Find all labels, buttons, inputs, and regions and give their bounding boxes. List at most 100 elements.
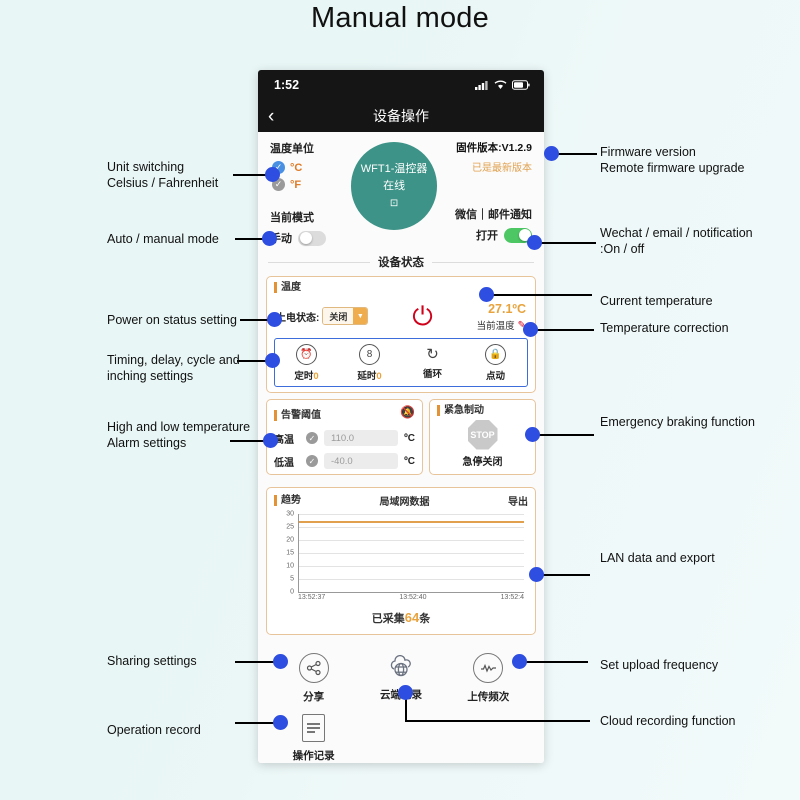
nav-bar: ‹ 设备操作	[258, 100, 544, 132]
emergency-stop-button[interactable]: STOP 急停关闭	[437, 418, 528, 469]
action-operation-record[interactable]: 操作记录	[270, 714, 357, 763]
quad-timing-label: 定时	[294, 371, 314, 382]
quad-item-delay[interactable]: 8 延时0	[338, 344, 401, 382]
power-button-icon[interactable]: ⏻	[412, 301, 433, 331]
leader-line	[540, 574, 590, 577]
battery-icon	[512, 80, 530, 90]
edit-square-icon[interactable]: ⊡	[389, 198, 399, 209]
bell-muted-icon[interactable]: 🔕	[400, 405, 416, 419]
annotation-firmware-version: Firmware version Remote firmware upgrade	[600, 145, 745, 175]
status-bar-time: 1:52	[274, 78, 300, 92]
annotation-dot	[265, 167, 280, 182]
collected-prefix: 已采集	[371, 613, 405, 625]
current-temperature-value: 27.1ºC	[488, 302, 526, 316]
mode-toggle[interactable]	[298, 230, 326, 246]
y-tick-0: 0	[290, 588, 294, 596]
y-tick-30: 30	[286, 510, 294, 518]
power-state-label: 上电状态:	[276, 312, 320, 324]
power-state-dropdown[interactable]: 关闭 ▼	[322, 307, 369, 325]
back-chevron-icon[interactable]: ‹	[268, 105, 275, 127]
emergency-card-title: 紧急制动	[437, 405, 528, 416]
alarm-threshold-card: 🔕 告警阈值 高温 ✓ 110.0 ºC 低温 ✓ -40.0 ºC	[266, 399, 424, 475]
trend-card: 趋势 局域网数据 导出 30 25 20 15 10 5 0	[266, 487, 536, 635]
leader-line	[240, 319, 275, 322]
quad-inching-label: 点动	[485, 371, 505, 382]
current-temperature-label: 当前温度	[476, 321, 515, 332]
leader-line	[235, 722, 280, 725]
alarm-row-high: 高温 ✓ 110.0 ºC	[274, 430, 415, 446]
y-tick-25: 25	[286, 523, 294, 531]
hourglass-icon: 8	[359, 344, 380, 365]
alarm-low-checkbox[interactable]: ✓	[306, 455, 318, 467]
leader-line	[551, 153, 597, 156]
lan-data-label[interactable]: 局域网数据	[379, 497, 430, 508]
pencil-edit-icon[interactable]: ✎	[517, 319, 526, 331]
leader-line	[235, 661, 280, 664]
alarm-low-input[interactable]: -40.0	[324, 453, 399, 469]
leader-line	[233, 174, 267, 177]
quad-delay-num: 0	[376, 371, 382, 382]
annotation-dot	[529, 567, 544, 582]
page-title: Manual mode	[311, 2, 489, 34]
leader-line	[235, 238, 270, 241]
action-share[interactable]: 分享	[270, 653, 357, 704]
quad-timing-num: 0	[313, 371, 319, 382]
phone-mockup: 1:52 ‹ 设备操作 温度单位 ✓	[258, 70, 544, 763]
cellular-signal-icon	[475, 81, 488, 90]
firmware-status-label[interactable]: 已是最新版本	[472, 163, 532, 174]
export-button[interactable]: 导出	[508, 497, 528, 508]
cloud-globe-icon	[387, 653, 415, 681]
annotation-timing-delay-cycle: Timing, delay, cycle and inching setting…	[107, 353, 240, 383]
leader-line	[523, 661, 588, 664]
firmware-version-label: 固件版本:V1.2.9	[456, 142, 532, 154]
quad-item-timing[interactable]: ⏰ 定时0	[275, 344, 338, 382]
wifi-icon	[494, 80, 507, 89]
quad-item-inching[interactable]: 🔒 点动	[464, 344, 527, 382]
waveform-circle-icon	[473, 653, 504, 683]
unit-celsius-label: °C	[290, 161, 303, 174]
leader-line	[237, 360, 273, 363]
power-on-state-group[interactable]: 上电状态: 关闭 ▼	[276, 307, 369, 325]
grid-line	[299, 527, 524, 528]
annotation-lan-data-export: LAN data and export	[600, 551, 715, 565]
device-state: 在线	[383, 179, 406, 192]
action-share-label: 分享	[303, 691, 325, 703]
y-tick-5: 5	[290, 575, 294, 583]
alarm-clock-icon: ⏰	[296, 344, 317, 365]
trend-card-title: 趋势	[274, 495, 301, 506]
leader-line	[230, 440, 270, 443]
status-bar: 1:52	[258, 70, 544, 100]
annotation-dot	[273, 715, 288, 730]
alarm-high-input[interactable]: 110.0	[324, 430, 399, 446]
alarm-low-label: 低温	[274, 457, 294, 469]
quad-item-cycle[interactable]: ↻ 循环	[401, 344, 464, 382]
grid-line	[299, 540, 524, 541]
alarm-emergency-row: 🔕 告警阈值 高温 ✓ 110.0 ºC 低温 ✓ -40.0 ºC 紧急制动	[266, 399, 536, 481]
chevron-down-icon[interactable]: ▼	[353, 308, 368, 324]
grid-line	[299, 579, 524, 580]
action-upload-frequency[interactable]: 上传频次	[445, 653, 532, 704]
cycle-arrows-icon: ↻	[426, 345, 439, 363]
annotation-dot	[398, 685, 413, 700]
device-status-circle[interactable]: WFT1-温控器 在线 ⊡	[350, 142, 438, 230]
chart-x-axis: 13:52:37 13:52:40 13:52:4	[298, 594, 524, 601]
y-tick-10: 10	[286, 562, 294, 570]
annotation-upload-frequency: Set upload frequency	[600, 658, 719, 672]
annotation-dot	[479, 287, 494, 302]
unit-option-fahrenheit[interactable]: ✓ °F	[272, 178, 351, 191]
annotation-dot	[263, 433, 278, 448]
annotation-dot	[523, 322, 538, 337]
leader-line	[538, 242, 596, 245]
annotation-alarm-settings: High and low temperature Alarm settings	[107, 420, 251, 450]
emergency-stop-label: 急停关闭	[462, 456, 503, 468]
x-tick-0: 13:52:37	[298, 594, 326, 601]
chart-plot-area	[298, 514, 524, 593]
unit-fahrenheit-label: °F	[290, 178, 302, 191]
annotation-dot	[527, 235, 542, 250]
temperature-card-title: 温度	[274, 282, 528, 293]
unit-option-celsius[interactable]: ✓ °C	[272, 161, 351, 174]
grid-line	[299, 553, 524, 554]
grid-line	[299, 566, 524, 567]
alarm-high-checkbox[interactable]: ✓	[306, 432, 318, 444]
x-tick-1: 13:52:40	[399, 594, 427, 601]
